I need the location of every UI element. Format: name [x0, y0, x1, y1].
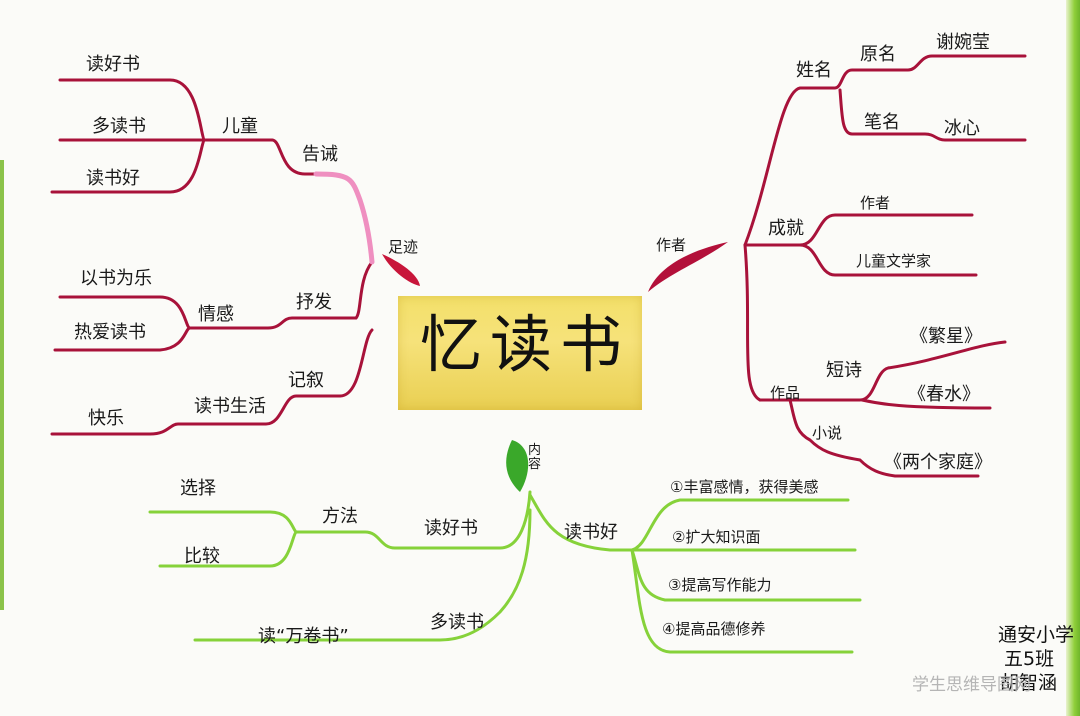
- leaf-two-families: 《两个家庭》: [884, 452, 992, 473]
- leaf-improve-writing: ③提高写作能力: [668, 576, 772, 594]
- signature-class: 五5班: [1004, 648, 1055, 670]
- title-highlight: [398, 296, 642, 410]
- node-original-name: 原名: [860, 44, 896, 65]
- node-read-more: 多读书: [430, 612, 484, 633]
- leaf-footprints-icon: [382, 254, 420, 286]
- signature-name: 胡智涵: [1000, 672, 1058, 694]
- leaf-chunshui: 《春水》: [908, 384, 980, 405]
- leaf-joy-in-books: 以书为乐: [80, 268, 152, 289]
- node-achievement: 成就: [768, 218, 804, 239]
- leaf-improve-morality: ④提高品德修养: [662, 620, 766, 638]
- leaf-fanxing: 《繁星》: [910, 326, 982, 347]
- branch-admonition-pink: [313, 171, 375, 265]
- map-title: 忆读书: [420, 308, 631, 381]
- node-reading-life: 读书生活: [194, 396, 266, 417]
- leaf-ten-thousand-books: 读“万卷书”: [258, 626, 349, 647]
- node-name: 姓名: [796, 60, 832, 81]
- branch-footprints-lines: [50, 78, 374, 436]
- leaf-enrich-feelings: ①丰富感情，获得美感: [670, 478, 819, 496]
- leaf-reading-good: 读书好: [86, 168, 140, 189]
- leaf-read-good-books: 读好书: [86, 54, 140, 75]
- leaf-content-icon: [506, 440, 529, 492]
- node-method: 方法: [322, 506, 358, 527]
- page-edge-left: [0, 160, 4, 610]
- node-author: 作者: [656, 236, 687, 254]
- node-content: 内容: [528, 443, 542, 472]
- leaf-writer: 作者: [860, 194, 891, 212]
- node-read-good-books: 读好书: [424, 518, 478, 539]
- leaf-happy: 快乐: [88, 408, 124, 429]
- leaf-bing-xin: 冰心: [944, 118, 980, 139]
- page-edge-right: [1066, 0, 1080, 716]
- node-children: 儿童: [222, 116, 258, 137]
- node-emotion: 情感: [198, 304, 234, 325]
- leaf-broaden-knowledge: ②扩大知识面: [672, 528, 761, 546]
- leaf-love-reading: 热爱读书: [74, 322, 146, 343]
- node-admonition: 告诫: [302, 144, 338, 165]
- node-novel: 小说: [812, 424, 843, 442]
- leaf-choose: 选择: [180, 478, 216, 499]
- node-short-poems: 短诗: [826, 360, 862, 381]
- branch-content-lines: [148, 490, 862, 654]
- signature-school: 通安小学: [998, 624, 1075, 646]
- node-works: 作品: [770, 384, 801, 402]
- node-record: 记叙: [288, 370, 324, 391]
- node-reading-is-good: 读书好: [564, 522, 618, 543]
- branch-author-lines: [743, 54, 1027, 478]
- node-footprints: 足迹: [388, 238, 419, 256]
- node-express: 抒发: [296, 292, 332, 313]
- watermark-text: 学生思维导图网: [912, 675, 1031, 695]
- leaf-author-icon: [648, 242, 728, 292]
- leaf-xie-wanying: 谢婉莹: [936, 32, 990, 53]
- node-pen-name: 笔名: [864, 112, 900, 133]
- leaf-compare: 比较: [184, 546, 220, 567]
- leaf-read-more: 多读书: [92, 116, 146, 137]
- leaf-children-literature: 儿童文学家: [856, 252, 932, 270]
